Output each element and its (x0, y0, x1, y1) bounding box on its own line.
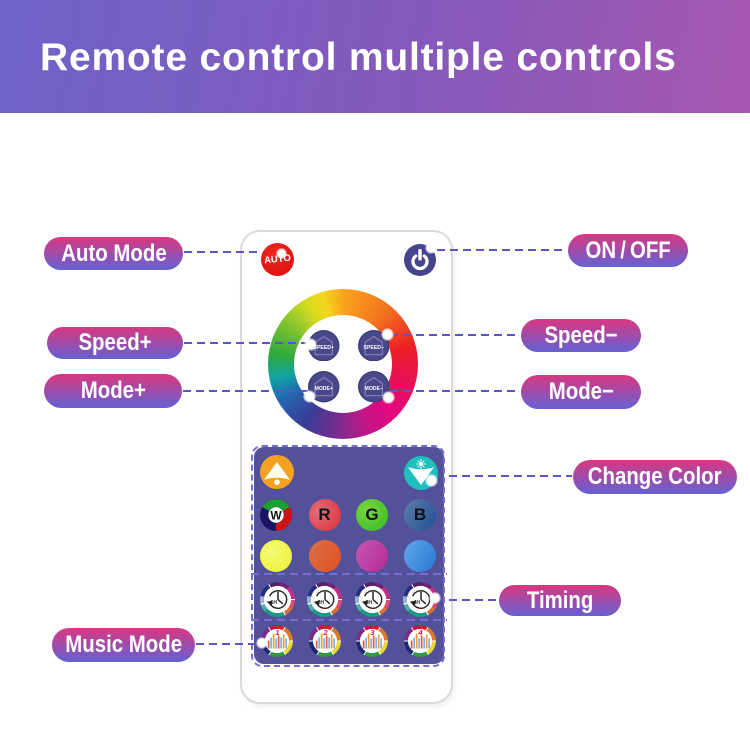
svg-text:3H: 3H (365, 600, 372, 606)
svg-text:4: 4 (417, 628, 423, 637)
svg-text:MODE+: MODE+ (315, 386, 333, 392)
svg-text:1H: 1H (270, 600, 277, 606)
svg-text:W: W (271, 508, 283, 522)
svg-text:MODE−: MODE− (364, 386, 382, 392)
svg-text:SPEED−: SPEED− (363, 345, 383, 351)
svg-text:1: 1 (275, 628, 279, 637)
svg-text:2H: 2H (318, 600, 325, 606)
svg-text:3: 3 (371, 628, 376, 637)
svg-text:4H: 4H (413, 600, 420, 606)
svg-text:2: 2 (322, 628, 328, 637)
svg-text:SPEED+: SPEED+ (314, 345, 334, 351)
